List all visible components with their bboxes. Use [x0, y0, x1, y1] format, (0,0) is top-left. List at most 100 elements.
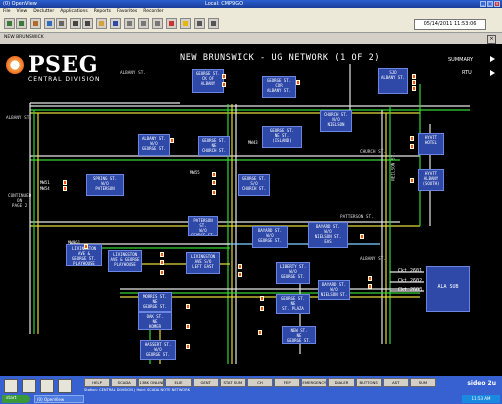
switch-icon[interactable]	[412, 86, 416, 91]
switch-icon[interactable]	[160, 270, 164, 275]
menu-recorder[interactable]: Recorder	[143, 9, 164, 14]
switch-icon[interactable]	[63, 180, 67, 185]
back-icon[interactable]	[4, 18, 15, 29]
switch-icon[interactable]	[296, 80, 300, 85]
rtu-link[interactable]: RTU	[462, 70, 472, 76]
warning-icon[interactable]	[40, 379, 54, 393]
summary-link[interactable]: SUMMARY	[448, 57, 474, 63]
alarm-ack-icon[interactable]	[4, 379, 18, 393]
zoom-out-icon[interactable]	[82, 18, 93, 29]
switch-icon[interactable]	[368, 276, 372, 281]
minimize-button[interactable]: _	[480, 1, 486, 7]
select-icon[interactable]	[152, 18, 163, 29]
switch-icon[interactable]	[186, 344, 190, 349]
switch-icon[interactable]	[260, 306, 264, 311]
switch-icon[interactable]	[186, 324, 190, 329]
switch-icon[interactable]	[212, 180, 216, 185]
fkey-sum[interactable]: SUM	[409, 378, 437, 387]
fkey-138k-online[interactable]: 138K ONLINE	[138, 378, 165, 387]
switch-icon[interactable]	[160, 252, 164, 257]
refresh-icon[interactable]	[44, 18, 55, 29]
folder-icon[interactable]	[96, 18, 107, 29]
switch-icon[interactable]	[410, 178, 414, 183]
grid-icon[interactable]	[124, 18, 135, 29]
node-morris-george[interactable]: MORRIS ST. NE GEORGE ST.	[138, 292, 172, 312]
maximize-button[interactable]: □	[487, 1, 493, 7]
switch-icon[interactable]	[412, 80, 416, 85]
fkey-ast[interactable]: AST	[382, 378, 409, 387]
switch-icon[interactable]	[360, 234, 364, 239]
fkey-help[interactable]: HELP	[84, 378, 111, 387]
switch-icon[interactable]	[238, 264, 242, 269]
home-icon[interactable]	[30, 18, 41, 29]
node-george-new[interactable]: GEORGE ST. NE ST. PLAZA	[276, 294, 310, 314]
menu-favorites[interactable]: Favorites	[116, 9, 138, 14]
fkey-stat-sum[interactable]: STAT SUM	[219, 378, 246, 387]
switch-icon[interactable]	[186, 304, 190, 309]
switch-icon[interactable]	[84, 244, 88, 249]
menu-view[interactable]: View	[16, 9, 28, 14]
node-church-neilson[interactable]: CHURCH ST. N/O NIELSON	[320, 110, 352, 132]
node-george-cor-albany[interactable]: GEORGE ST. COR ALBANY ST.	[262, 76, 296, 98]
switch-icon[interactable]	[410, 144, 414, 149]
node-livingston-ave[interactable]: LIVINGSTON AVE S/O LEFT EAST	[186, 252, 220, 274]
switch-icon[interactable]	[170, 138, 174, 143]
taskbar-item-openview[interactable]: (0) OpenView	[34, 395, 84, 403]
node-spring-paterson[interactable]: SPRING ST. W/O PATERSON	[86, 174, 124, 196]
start-button[interactable]: start	[2, 395, 30, 403]
alarm-icon[interactable]	[180, 18, 191, 29]
switch-icon[interactable]	[410, 136, 414, 141]
node-george-ck-albany[interactable]: GEORGE ST. CK OF ALBANY	[192, 69, 224, 93]
node-new-george[interactable]: NEW ST. NE GEORGE ST.	[282, 326, 316, 344]
node-oak-george[interactable]: OAK ST. NE KOMER	[138, 312, 172, 330]
switch-icon[interactable]	[222, 82, 226, 87]
fkey-ch[interactable]: CH	[246, 378, 274, 387]
save-icon[interactable]	[110, 18, 121, 29]
node-liberty-george[interactable]: LIBERTY ST. W/O GEORGE ST.	[276, 262, 310, 284]
summary-arrow-icon[interactable]	[490, 56, 495, 62]
rtu-arrow-icon[interactable]	[490, 70, 495, 76]
tab-close-icon[interactable]: ×	[487, 35, 496, 44]
zoom-in-icon[interactable]	[70, 18, 81, 29]
fkey-fep[interactable]: FEP	[274, 378, 301, 387]
menu-reports[interactable]: Reports	[93, 9, 111, 14]
pan-icon[interactable]	[138, 18, 149, 29]
node-ala-sub[interactable]: ALA SUB	[426, 266, 470, 312]
switch-icon[interactable]	[260, 296, 264, 301]
switch-icon[interactable]	[238, 272, 242, 277]
fkey-dialer[interactable]: DIALER	[328, 378, 355, 387]
node-paterson-george[interactable]: PATERSON ST. W/O GEORGE ST.	[188, 216, 218, 236]
switch-icon[interactable]	[212, 172, 216, 177]
menu-file[interactable]: File	[3, 9, 11, 14]
switch-icon[interactable]	[222, 74, 226, 79]
close-button[interactable]: ×	[494, 1, 500, 7]
print-icon[interactable]	[56, 18, 67, 29]
switch-icon[interactable]	[160, 260, 164, 265]
node-george-isl[interactable]: GEORGE ST. NE ST. (ISLAND)	[262, 126, 302, 148]
fkey-emergency[interactable]: EMERGENCY	[301, 378, 328, 387]
search-icon[interactable]	[194, 18, 205, 29]
node-bayard-neilson2[interactable]: BAYARD ST. W/O NIELSON ST.	[318, 280, 350, 300]
fkey-elie[interactable]: ELIE	[165, 378, 192, 387]
node-albany-wo-george[interactable]: ALBANY ST. W/O GEORGE ST.	[138, 134, 170, 156]
menu-applications[interactable]: Applications	[60, 9, 88, 14]
node-livingston-george2[interactable]: LIVINGSTON AVE & GEORGE PLAYHOUSE	[108, 250, 142, 272]
tag-icon[interactable]	[166, 18, 177, 29]
node-hyatt-hotel[interactable]: HYATT HOTEL	[418, 133, 444, 155]
clear-icon[interactable]	[22, 379, 36, 393]
switch-icon[interactable]	[258, 330, 262, 335]
switch-icon[interactable]	[63, 186, 67, 191]
switch-icon[interactable]	[212, 190, 216, 195]
node-hyatt-albany[interactable]: HYATT ALBANY (SOUTH)	[418, 169, 444, 191]
node-hassert-george[interactable]: HASSERT ST. W/O GEORGE ST.	[140, 340, 176, 360]
fkey-gent[interactable]: GENT	[192, 378, 219, 387]
node-george-church[interactable]: GEORGE ST. S/O CHURCH ST.	[238, 174, 270, 196]
fkey-buttons[interactable]: BUTTONS	[355, 378, 382, 387]
node-bayard-george[interactable]: BAYARD ST. W/O GEORGE ST.	[252, 226, 288, 248]
forward-icon[interactable]	[16, 18, 27, 29]
switch-icon[interactable]	[368, 284, 372, 289]
node-george-ne-church[interactable]: GEORGE ST. NE CHURCH ST.	[198, 136, 230, 156]
node-bayard-neilson[interactable]: BAYARD ST. W/O NIELSON ST. EAS	[308, 222, 348, 248]
tab-new-brunswick[interactable]: NEW BRUNSWICK	[4, 35, 44, 40]
menu-declutter[interactable]: Declutter	[33, 9, 55, 14]
